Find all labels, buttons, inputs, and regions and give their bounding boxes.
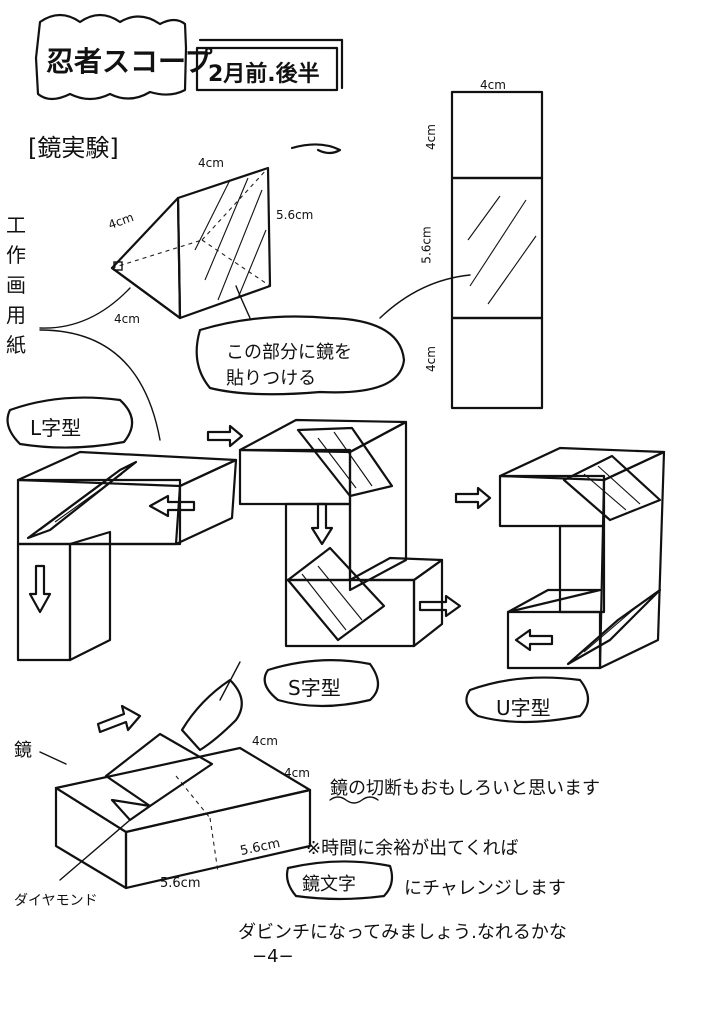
dim-56cm: 5.6cm — [276, 208, 314, 222]
net-dim-lower: 4cm — [423, 346, 438, 372]
cutting-drawing — [39, 661, 312, 890]
davinci-note: ダビンチになってみましょう.なれるかな — [238, 922, 567, 943]
paper-label: 工作画用紙 — [6, 213, 26, 357]
mirror-text-label: 鏡文字 — [302, 874, 356, 895]
l-type-label: L字型 — [30, 416, 82, 440]
u-type-bubble — [465, 676, 590, 724]
unfolded-net — [450, 90, 544, 410]
cut-dim-56cm-b: 5.6cm — [160, 876, 201, 891]
mirror-text-bubble — [285, 860, 394, 901]
l-type-drawing — [16, 450, 238, 662]
prism-drawing — [110, 166, 272, 320]
session-label: 2月前.後半 — [208, 62, 320, 87]
net-dim-middle: 5.6cm — [419, 226, 434, 264]
cutting-note: 鏡の切断もおもしろいと思います — [330, 778, 600, 799]
dim-top-4cm: 4cm — [198, 156, 224, 170]
u-type-label: U字型 — [496, 696, 551, 720]
mirror-note-line1: この部分に鏡を — [226, 342, 352, 363]
title-banner — [34, 13, 188, 101]
wavy-underline — [329, 796, 379, 804]
challenge-note: にチャレンジします — [404, 878, 566, 899]
s-type-bubble — [263, 659, 380, 708]
time-note: ※時間に余裕が出てくれば — [306, 838, 519, 859]
mirror-label: 鏡 — [14, 740, 32, 761]
cut-dim-4cm-a: 4cm — [252, 734, 278, 748]
curly-arrow — [290, 143, 342, 155]
net-dim-top: 4cm — [480, 78, 506, 92]
cut-dim-4cm-b: 4cm — [284, 766, 310, 780]
u-type-drawing — [498, 446, 666, 670]
diamond-label: ダイヤモンド — [14, 893, 98, 909]
session-box — [195, 46, 339, 92]
s-type-label: S字型 — [288, 676, 341, 700]
mirror-note-line2: 貼りつける — [226, 368, 317, 389]
net-dim-upper: 4cm — [423, 124, 438, 150]
mirror-note-bubble — [195, 315, 406, 396]
s-type-drawing — [238, 418, 462, 648]
l-type-bubble — [6, 396, 134, 449]
page-number: −4− — [252, 946, 294, 967]
dim-bottom-4cm: 4cm — [114, 312, 140, 326]
section-title: [鏡実験] — [28, 134, 119, 162]
page-title: 忍者スコープ — [46, 45, 213, 78]
